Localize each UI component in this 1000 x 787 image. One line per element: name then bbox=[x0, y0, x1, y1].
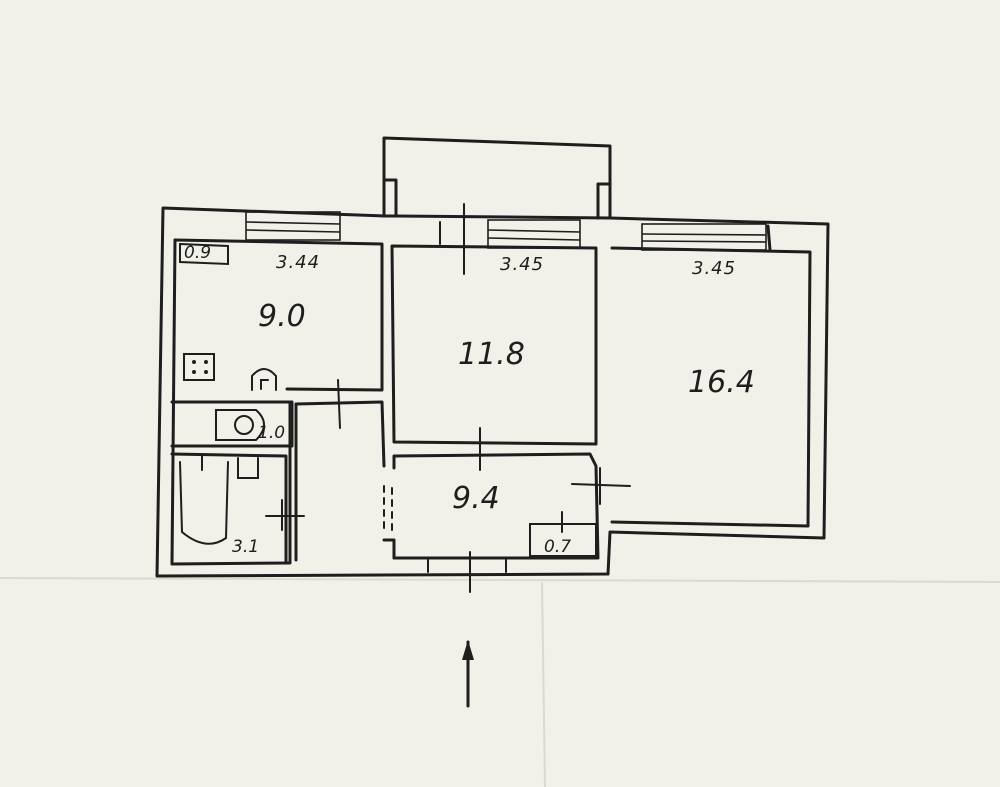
bathroom-area-label: 3.1 bbox=[232, 537, 259, 557]
room-right-window-width-label: 3.45 bbox=[692, 258, 736, 279]
closet-area-label: 0.7 bbox=[544, 537, 571, 557]
kitchen bbox=[173, 238, 384, 429]
vent-label: 0.9 bbox=[184, 243, 211, 263]
paper-fold-horizontal bbox=[0, 577, 1000, 583]
balcony bbox=[382, 136, 612, 220]
window-kitchen bbox=[245, 211, 341, 241]
kitchen-window-width-label: 3.44 bbox=[276, 252, 320, 273]
entrance-arrow bbox=[462, 640, 474, 708]
room-middle bbox=[390, 203, 598, 471]
hall bbox=[392, 452, 631, 593]
window-room-middle bbox=[487, 219, 581, 249]
paper-fold-vertical bbox=[541, 581, 546, 787]
room-middle-window-width-label: 3.45 bbox=[500, 254, 544, 275]
room-middle-area-label: 11.8 bbox=[458, 337, 525, 372]
toilet-area-label: 1.0 bbox=[258, 423, 285, 443]
corridor bbox=[294, 400, 396, 562]
room-right-area-label: 16.4 bbox=[688, 365, 755, 400]
hall-area-label: 9.4 bbox=[452, 481, 500, 516]
window-room-right bbox=[641, 223, 767, 251]
bathroom-block bbox=[170, 400, 305, 564]
kitchen-area-label: 9.0 bbox=[258, 299, 306, 334]
